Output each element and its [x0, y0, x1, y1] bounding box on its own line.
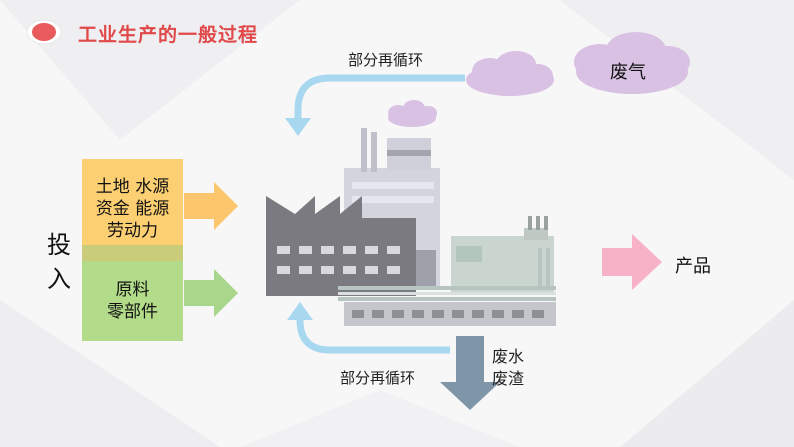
product-arrow — [602, 234, 662, 290]
recycle-arrow-bottom — [296, 318, 450, 354]
waste-water-label: 废水 废渣 — [492, 346, 524, 390]
product-label: 产品 — [675, 256, 711, 277]
input-resources-line: 资金 能源 — [95, 199, 170, 219]
waste-water-line: 废水 — [492, 347, 525, 366]
input-arrow-top — [184, 182, 238, 230]
recycle-arrowhead-bottom — [287, 302, 313, 320]
recycle-arrowhead-top — [285, 118, 311, 136]
input-label-char: 入 — [47, 265, 71, 293]
input-materials-line: 零部件 — [107, 302, 158, 322]
waste-gas-label: 废气 — [610, 62, 646, 83]
input-arrow-bottom — [184, 269, 238, 317]
cloud-icon — [466, 51, 554, 96]
input-resources-text: 土地 水源 资金 能源 劳动力 — [82, 176, 183, 242]
waste-arrow — [440, 336, 500, 410]
record-dot-icon — [26, 19, 62, 45]
input-box-resources — [82, 159, 183, 245]
input-materials-line: 原料 — [115, 280, 150, 300]
input-box-divider — [82, 245, 183, 261]
input-label-char: 投 — [47, 231, 71, 259]
recycle-bottom-label: 部分再循环 — [340, 369, 416, 387]
input-materials-text: 原料 零部件 — [82, 279, 183, 323]
waste-gas-cloud — [574, 32, 690, 94]
input-label: 投 入 — [44, 228, 74, 296]
factory-icon — [266, 128, 556, 326]
page-title: 工业生产的一般过程 — [78, 24, 259, 46]
recycle-top-label: 部分再循环 — [348, 51, 424, 69]
smoke-cloud-icon — [388, 100, 437, 127]
input-resources-line: 劳动力 — [107, 221, 158, 241]
recycle-arrow-top — [294, 74, 465, 120]
input-resources-line: 土地 水源 — [95, 177, 170, 197]
input-box-materials — [82, 261, 183, 341]
waste-water-line: 废渣 — [492, 369, 525, 388]
